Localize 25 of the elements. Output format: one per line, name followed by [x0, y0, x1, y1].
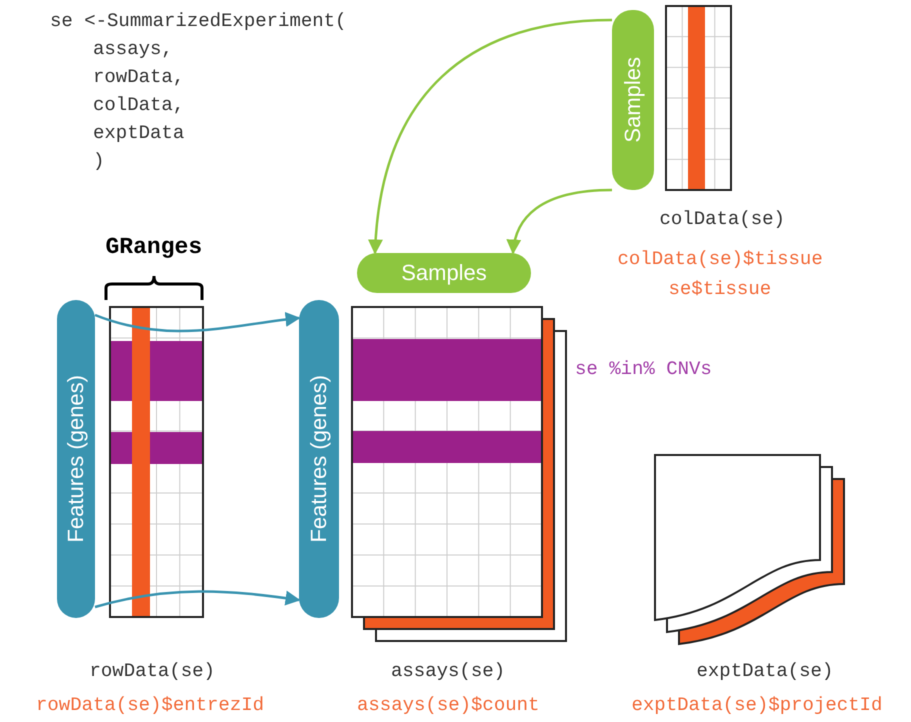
- pill-label: Samples: [357, 253, 531, 293]
- accessor-label: rowData(se): [90, 660, 215, 682]
- code-line: exptData: [93, 122, 184, 144]
- accessor-label: exptData(se): [696, 660, 834, 682]
- pill-label: Features (genes): [57, 300, 95, 618]
- pill-label: Features (genes): [299, 300, 339, 618]
- curved-arrow: [94, 590, 300, 608]
- pill-label: Samples: [612, 10, 654, 190]
- accessor-example: se$tissue: [668, 278, 772, 300]
- accessor-example: exptData(se)$projectId: [632, 694, 882, 716]
- code-line: assays,: [93, 38, 173, 60]
- curved-arrow: [507, 188, 612, 254]
- accessor-example: assays(se)$count: [357, 694, 540, 716]
- code-line: se <-SummarizedExperiment(: [50, 10, 346, 32]
- code-line: colData,: [93, 94, 184, 116]
- accessor-example: colData(se)$tissue: [618, 248, 823, 270]
- class-label: GRanges: [106, 234, 202, 260]
- operation-note: se %in% CNVs: [575, 358, 712, 380]
- curved-arrow: [94, 312, 300, 332]
- code-line: ): [93, 150, 104, 172]
- curved-arrow: [368, 18, 612, 254]
- accessor-label: assays(se): [391, 660, 506, 682]
- code-line: rowData,: [93, 66, 184, 88]
- accessor-label: colData(se): [660, 208, 785, 230]
- accessor-example: rowData(se)$entrezId: [36, 694, 264, 716]
